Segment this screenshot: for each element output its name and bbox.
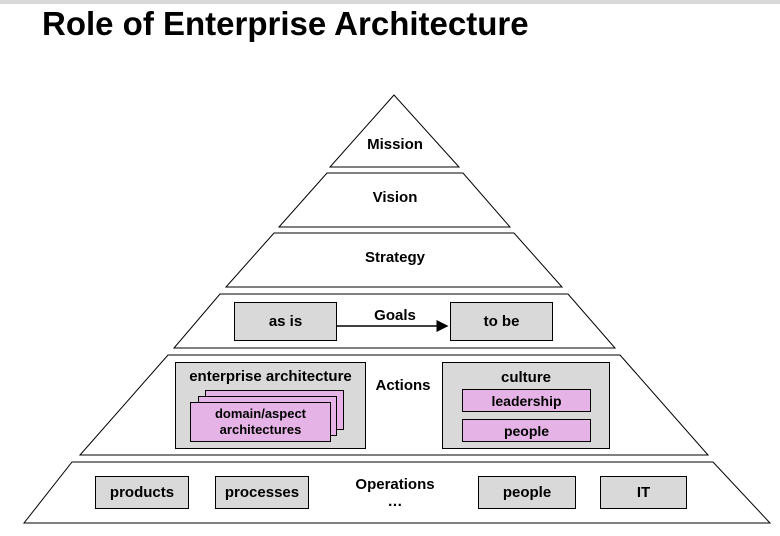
tier-strategy — [224, 232, 564, 288]
it-box: IT — [600, 476, 687, 509]
tier-mission — [328, 94, 461, 168]
operations-label: Operations — [355, 476, 435, 493]
culture-people-box: people — [462, 419, 591, 442]
goals-label: Goals — [374, 307, 416, 324]
culture-title: culture — [500, 369, 551, 386]
leadership-box: leadership — [462, 389, 591, 412]
vision-label: Vision — [372, 189, 418, 206]
top-rule — [0, 0, 780, 4]
products-box: products — [95, 476, 189, 509]
enterprise-architecture-title: enterprise architecture — [189, 368, 352, 385]
page-title: Role of Enterprise Architecture — [42, 5, 529, 42]
strategy-label: Strategy — [364, 249, 426, 266]
tier-operations — [22, 461, 772, 524]
operations-people-box: people — [478, 476, 576, 509]
mission-label: Mission — [367, 136, 423, 153]
as-is-box: as is — [234, 302, 337, 341]
to-be-box: to be — [450, 302, 553, 341]
processes-box: processes — [215, 476, 309, 509]
operations-ellipsis: … — [387, 493, 403, 510]
domain-aspect-architectures-card: domain/aspect architectures — [190, 402, 331, 442]
actions-label: Actions — [375, 377, 431, 394]
tier-vision — [277, 172, 512, 228]
